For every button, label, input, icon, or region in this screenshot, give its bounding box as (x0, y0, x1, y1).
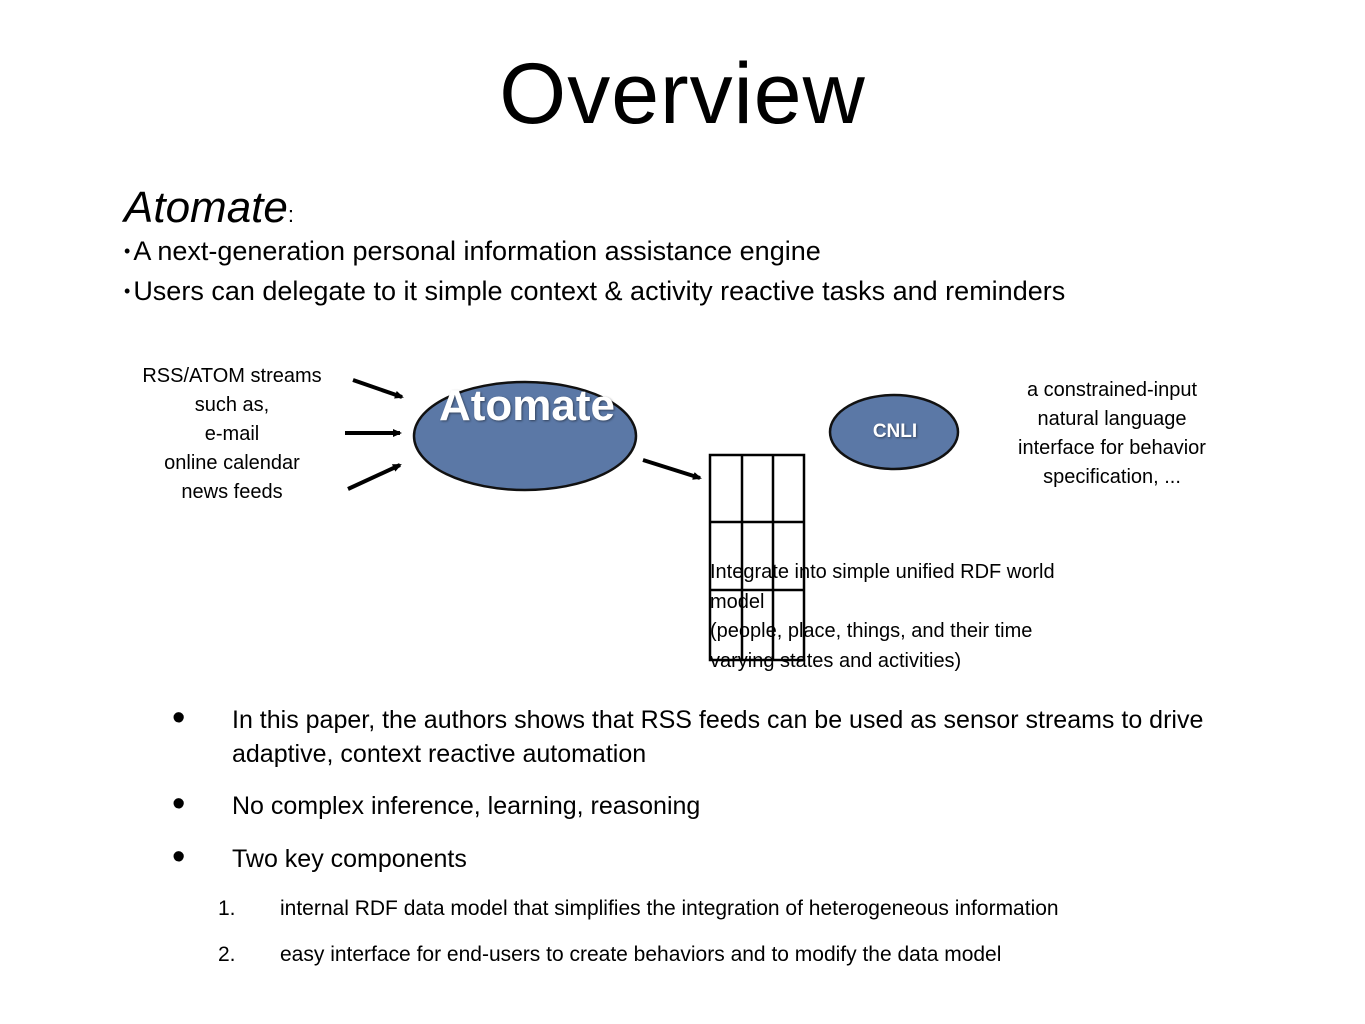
main-bullet-text: No complex inference, learning, reasonin… (232, 792, 701, 820)
sources-label: RSS/ATOM streams such as, e-mail online … (112, 362, 352, 507)
cnli-description-line: natural language (1037, 408, 1187, 430)
subject-colon: : (287, 202, 294, 227)
model-description: Integrate into simple unified RDF world … (710, 558, 1150, 676)
engine-ellipse (412, 380, 638, 492)
intro-bullet: •Users can delegate to it simple context… (124, 276, 1066, 306)
page-title: Overview (499, 46, 866, 142)
cnli-description-line: interface for behavior (1018, 437, 1206, 459)
cnli-description: a constrained-input natural language int… (990, 376, 1234, 492)
sources-line: RSS/ATOM streams (142, 365, 322, 387)
source-arrow-top (352, 378, 404, 399)
model-description-line: varying states and activities) (710, 649, 962, 672)
main-bullet-text: Two key components (232, 845, 467, 873)
sources-line: such as, (194, 394, 270, 416)
sources-line: e-mail (204, 423, 260, 445)
source-arrow-bottom (347, 463, 402, 491)
bullet-dot: • (172, 836, 186, 878)
item-number: 2. (218, 943, 236, 966)
model-grid (708, 453, 806, 662)
model-description-line: Integrate into simple unified RDF world (710, 561, 1055, 583)
intro-bullet-text: A next-generation personal information a… (133, 236, 821, 266)
subject-text: Atomate (124, 183, 288, 232)
model-description-line: (people, place, things, and their time (710, 620, 1033, 642)
cnli-label: CNLI (872, 421, 918, 442)
bullet-dot: • (172, 697, 186, 739)
intro-bullet-text: Users can delegate to it simple context … (133, 276, 1066, 306)
cnli-ellipse (828, 393, 960, 471)
engine-label: Atomate (438, 381, 616, 430)
bullet-dot: • (172, 783, 186, 825)
sources-line: online calendar (164, 452, 300, 474)
subject-heading: Atomate: (124, 182, 294, 241)
sources-line: news feeds (181, 481, 283, 503)
cnli-description-line: specification, ... (1043, 466, 1181, 488)
numbered-item: 2. easy interface for end-users to create… (218, 940, 1001, 970)
engine-to-model-arrow (642, 458, 702, 480)
intro-bullet: •A next-generation personal information … (124, 236, 821, 266)
item-number: 1. (218, 897, 236, 920)
item-text: internal RDF data model that simplifies … (280, 897, 1059, 920)
cnli-description-line: a constrained-input (1026, 379, 1198, 401)
item-text: easy interface for end-users to create b… (280, 943, 1002, 966)
model-description-line: model (710, 590, 765, 613)
numbered-item: 1. internal RDF data model that simplifie… (218, 894, 1059, 924)
main-bullet-text: In this paper, the authors shows that RS… (232, 706, 1204, 768)
